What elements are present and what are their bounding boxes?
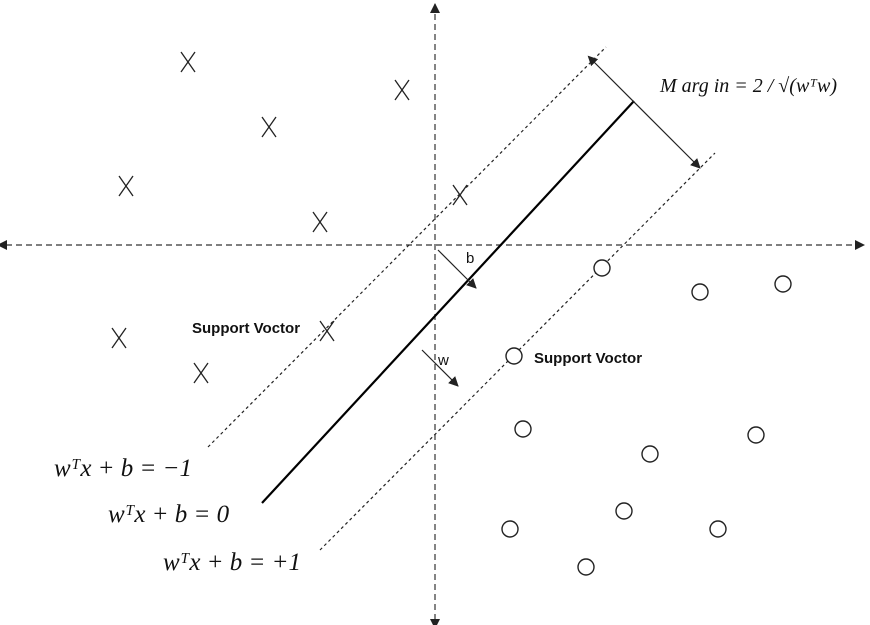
x-point (118, 175, 134, 197)
x-point (261, 116, 277, 138)
equation-plus-one: wᵀx + b = +1 (163, 549, 301, 576)
x-point (312, 211, 328, 233)
o-point (577, 558, 595, 576)
decision-boundary (261, 100, 635, 504)
margin-line-negative (207, 46, 607, 448)
margin-equation: M arg in = 2 / √(wᵀw) (659, 75, 837, 97)
x-point-support (319, 320, 335, 342)
o-point (514, 420, 532, 438)
x-class-points (111, 51, 468, 384)
margin-arrow (587, 55, 701, 169)
o-point (747, 426, 765, 444)
w-arrow (421, 349, 459, 387)
o-point (774, 275, 792, 293)
support-vector-label-left: Support Voctor (192, 320, 300, 337)
o-point-support (505, 347, 523, 365)
o-point-support (593, 259, 611, 277)
o-point (691, 283, 709, 301)
w-label: w (437, 352, 449, 369)
o-point (709, 520, 727, 538)
equation-minus-one: wᵀx + b = −1 (54, 455, 192, 482)
o-class-points (501, 259, 792, 576)
x-point (180, 51, 196, 73)
x-point (111, 327, 127, 349)
b-label: b (466, 250, 474, 267)
x-point (394, 79, 410, 101)
support-vector-label-right: Support Voctor (534, 350, 642, 367)
equation-zero: wᵀx + b = 0 (108, 501, 230, 528)
o-point (641, 445, 659, 463)
x-point-support (452, 184, 468, 206)
o-point (615, 502, 633, 520)
b-arrow (437, 249, 477, 289)
x-point (193, 362, 209, 384)
o-point (501, 520, 519, 538)
